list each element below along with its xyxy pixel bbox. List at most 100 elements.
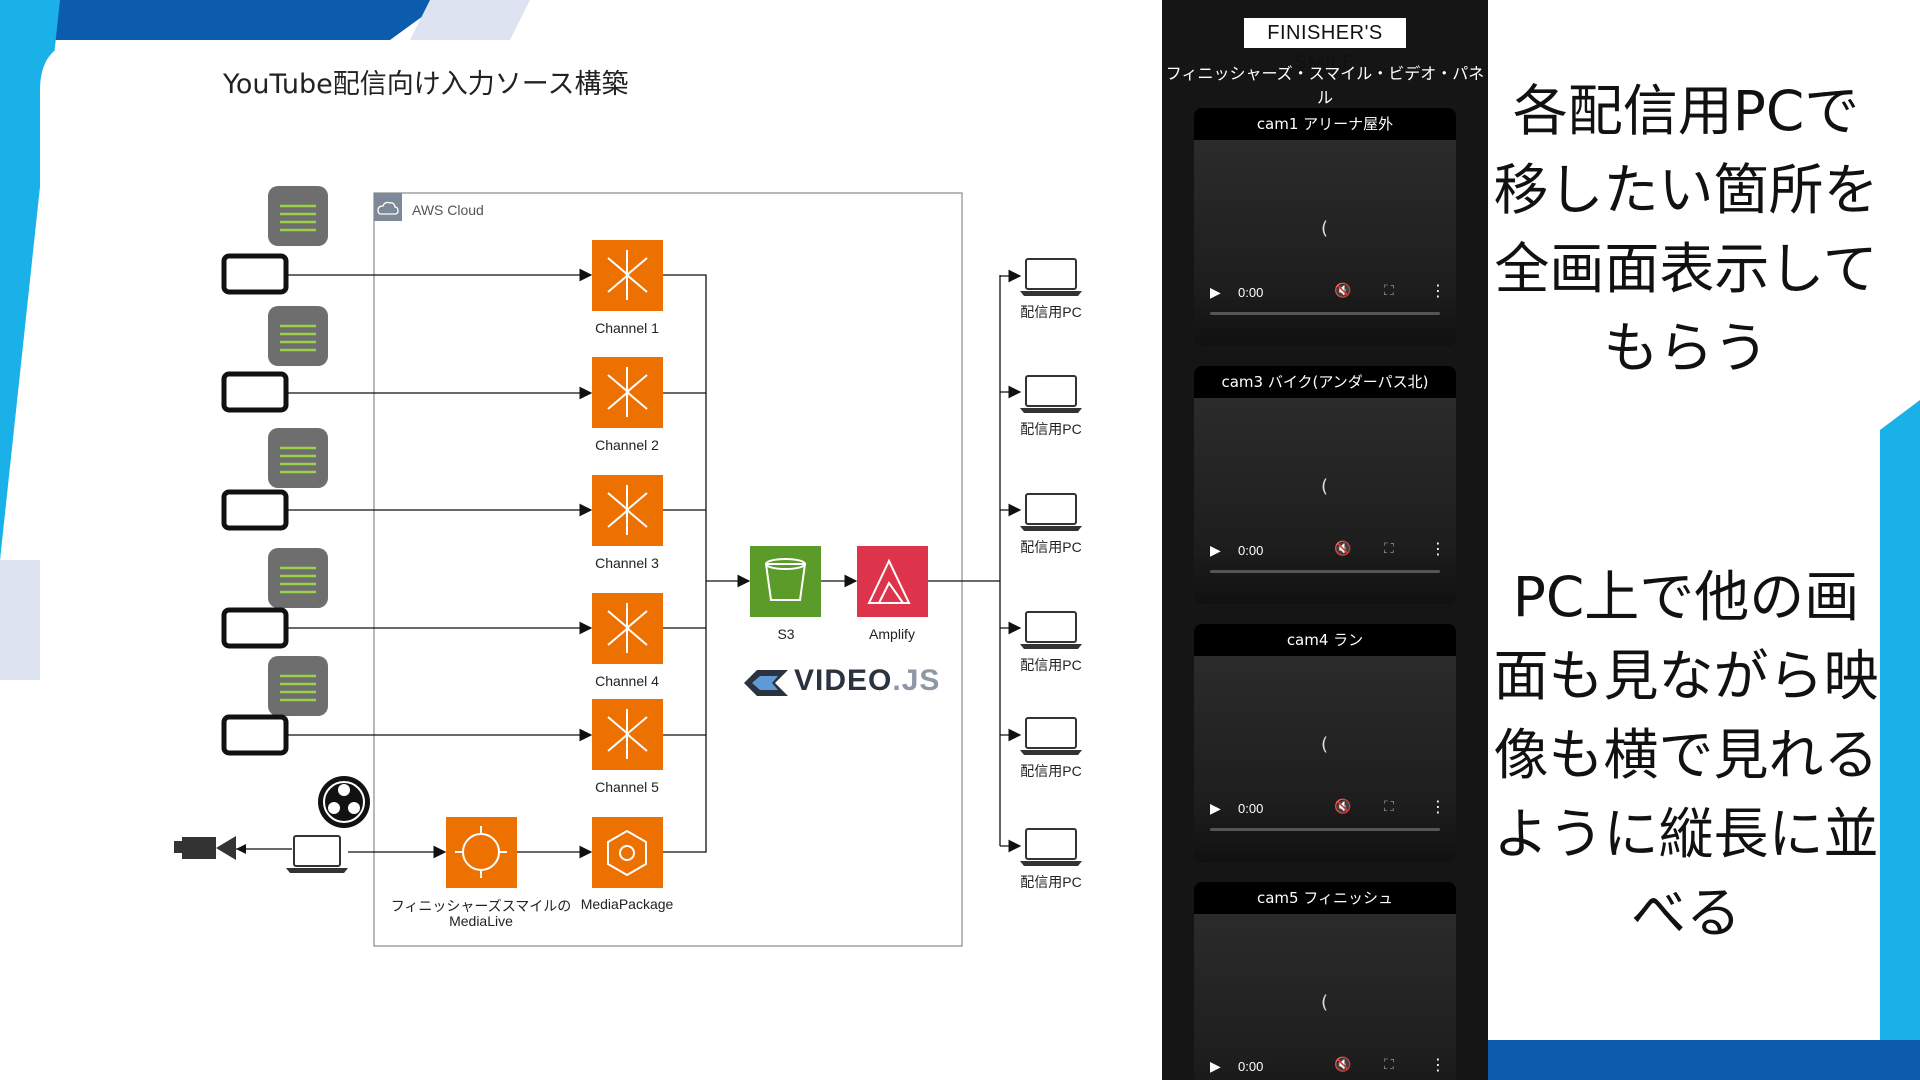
- video-player: cam3 バイク(アンダーパス北) ( ▶ 0:00 🔇 ⛶ ⋮: [1194, 366, 1456, 604]
- channel-4-label: Channel 4: [595, 673, 659, 689]
- more-options-icon[interactable]: ⋮: [1430, 281, 1446, 300]
- fullscreen-icon[interactable]: ⛶: [1384, 541, 1394, 557]
- channel-1-icon: [592, 240, 663, 311]
- amplify-label: Amplify: [869, 626, 915, 642]
- note-top-line: 各配信用PCで: [1512, 79, 1860, 143]
- slide-title: YouTube配信向け入力ソース構築: [223, 69, 629, 100]
- play-icon[interactable]: ▶: [1210, 801, 1221, 817]
- waveform-icon: [268, 306, 328, 366]
- more-options-icon[interactable]: ⋮: [1430, 797, 1446, 816]
- mute-icon[interactable]: 🔇: [1334, 283, 1352, 299]
- architecture-diagram: [174, 186, 1082, 947]
- smartphone-icon: [221, 607, 289, 649]
- medialive-label-line2: MediaLive: [449, 913, 513, 929]
- waveform-icon: [268, 548, 328, 608]
- brand-logo: FINISHER'S SMILE: [1244, 18, 1406, 74]
- panel-subtitle: フィニッシャーズ・スマイル・ビデオ・パネル: [1165, 64, 1485, 107]
- s3-label: S3: [777, 626, 795, 642]
- smartphone-icon: [221, 253, 289, 295]
- aws-cloud-boundary: [373, 192, 963, 947]
- smartphone-icon: [221, 714, 289, 756]
- note-top-line: 全画面表示して: [1494, 237, 1878, 301]
- fullscreen-icon[interactable]: ⛶: [1384, 1057, 1394, 1073]
- video-camera-icon: [174, 836, 236, 860]
- note-bottom-line: 像も横で見れる: [1493, 723, 1879, 787]
- video-area[interactable]: ( ▶ 0:00 🔇 ⛶ ⋮: [1194, 398, 1456, 604]
- mute-icon[interactable]: 🔇: [1334, 799, 1352, 815]
- pc-label-3: 配信用PC: [1020, 539, 1082, 555]
- video-title: cam5 フィニッシュ: [1256, 889, 1394, 907]
- pc-label-4: 配信用PC: [1020, 657, 1082, 673]
- channel-1-label: Channel 1: [595, 320, 659, 336]
- videojs-logo-main: VIDEO: [794, 664, 893, 697]
- channel-5-label: Channel 5: [595, 779, 659, 795]
- amplify-icon: [857, 546, 928, 617]
- play-icon[interactable]: ▶: [1210, 543, 1221, 559]
- progress-bar[interactable]: [1210, 570, 1440, 573]
- pc-label-1: 配信用PC: [1020, 304, 1082, 320]
- loading-spinner-icon: (: [1321, 476, 1329, 497]
- videojs-logo: VIDEO.JS: [794, 664, 940, 698]
- video-title: cam1 アリーナ屋外: [1256, 115, 1394, 133]
- smartphone-icon: [221, 489, 289, 531]
- aws-cloud-badge: [374, 193, 402, 221]
- channel-icons: [446, 240, 663, 888]
- loading-spinner-icon: (: [1321, 992, 1329, 1013]
- videojs-logo-js: .JS: [892, 664, 941, 697]
- waveform-icon: [268, 428, 328, 488]
- note-bottom-line: べる: [1630, 881, 1741, 945]
- more-options-icon[interactable]: ⋮: [1430, 1055, 1446, 1074]
- note-top-line: もらう: [1603, 316, 1769, 380]
- video-player: cam5 フィニッシュ ( ▶ 0:00 🔇 ⛶ ⋮: [1194, 882, 1456, 1080]
- video-time: 0:00: [1238, 543, 1264, 558]
- progress-bar[interactable]: [1210, 312, 1440, 315]
- mediapackage-icon: [592, 817, 663, 888]
- video-time: 0:00: [1238, 801, 1264, 816]
- note-bottom: PC上で他の画 面も見ながら映 像も横で見れる ように縦長に並 べる: [1488, 558, 1884, 953]
- aws-cloud-label: AWS Cloud: [412, 202, 484, 218]
- medialive-icon: [446, 817, 517, 888]
- progress-bar[interactable]: [1210, 828, 1440, 831]
- waveform-icon: [268, 656, 328, 716]
- note-bottom-line: 面も見ながら映: [1493, 644, 1879, 708]
- channel-4-icon: [592, 593, 663, 664]
- pc-label-6: 配信用PC: [1020, 874, 1082, 890]
- loading-spinner-icon: (: [1321, 218, 1329, 239]
- video-area[interactable]: ( ▶ 0:00 🔇 ⛶ ⋮: [1194, 140, 1456, 346]
- video-time: 0:00: [1238, 1059, 1264, 1074]
- channel-2-label: Channel 2: [595, 437, 659, 453]
- video-title: cam4 ラン: [1286, 631, 1364, 649]
- s3-icon: [750, 546, 821, 617]
- videojs-logo-mark: [744, 670, 788, 696]
- video-area[interactable]: ( ▶ 0:00 🔇 ⛶ ⋮: [1194, 656, 1456, 862]
- fullscreen-icon[interactable]: ⛶: [1384, 799, 1394, 815]
- laptop-icon: [286, 835, 348, 873]
- waveform-icon: [268, 186, 328, 246]
- channel-3-label: Channel 3: [595, 555, 659, 571]
- mute-icon[interactable]: 🔇: [1334, 1057, 1352, 1073]
- obs-icon: [318, 776, 370, 828]
- play-icon[interactable]: ▶: [1210, 285, 1221, 301]
- video-player: cam1 アリーナ屋外 ( ▶ 0:00 🔇 ⛶ ⋮: [1194, 108, 1456, 346]
- note-bottom-line: ように縦長に並: [1493, 802, 1879, 866]
- pc-laptop-icons: [1020, 258, 1082, 866]
- video-player: cam4 ラン ( ▶ 0:00 🔇 ⛶ ⋮: [1194, 624, 1456, 862]
- medialive-label-line1: フィニッシャーズスマイルの: [390, 898, 572, 914]
- more-options-icon[interactable]: ⋮: [1430, 539, 1446, 558]
- video-time: 0:00: [1238, 285, 1264, 300]
- mediapackage-label: MediaPackage: [580, 896, 674, 912]
- fullscreen-icon[interactable]: ⛶: [1384, 283, 1394, 299]
- loading-spinner-icon: (: [1321, 734, 1329, 755]
- note-bottom-line: PC上で他の画: [1512, 565, 1860, 629]
- video-panel: FINISHER'S SMILE フィニッシャーズ・スマイル・ビデオ・パネル c…: [1162, 0, 1488, 1080]
- play-icon[interactable]: ▶: [1210, 1059, 1221, 1075]
- mute-icon[interactable]: 🔇: [1334, 541, 1352, 557]
- note-top-line: 移したい箇所を: [1493, 158, 1879, 222]
- note-top: 各配信用PCで 移したい箇所を 全画面表示して もらう: [1488, 72, 1884, 388]
- video-title: cam3 バイク(アンダーパス北): [1221, 373, 1429, 391]
- cloud-icon: [377, 201, 399, 215]
- smartphone-icon: [221, 371, 289, 413]
- video-area[interactable]: ( ▶ 0:00 🔇 ⛶ ⋮: [1194, 914, 1456, 1080]
- source-devices: [221, 186, 328, 756]
